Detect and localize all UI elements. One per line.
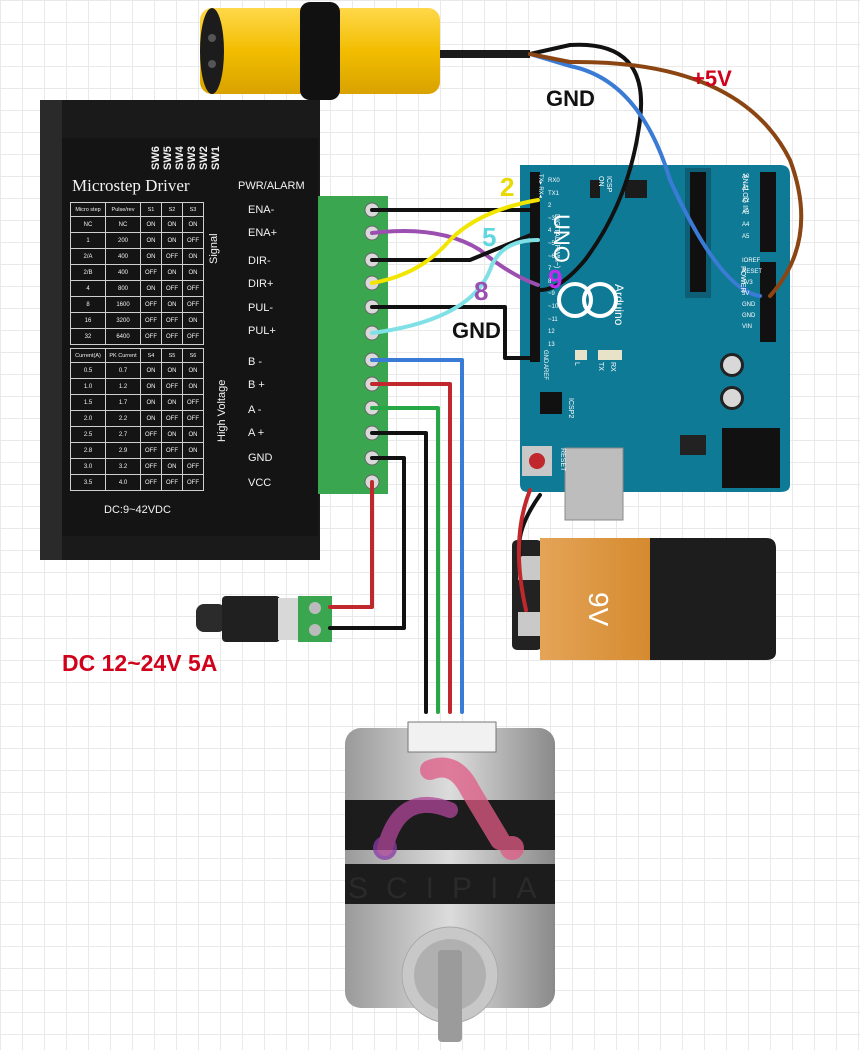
stepper-motor <box>345 721 555 1042</box>
scipia-logo <box>373 757 524 860</box>
battery-9v <box>512 538 776 660</box>
wires <box>328 42 804 714</box>
proximity-sensor <box>200 2 530 100</box>
stepper-driver <box>40 100 320 560</box>
dc-jack <box>196 596 332 642</box>
driver-terminal-block <box>318 196 388 494</box>
arduino-uno-board <box>520 165 790 521</box>
